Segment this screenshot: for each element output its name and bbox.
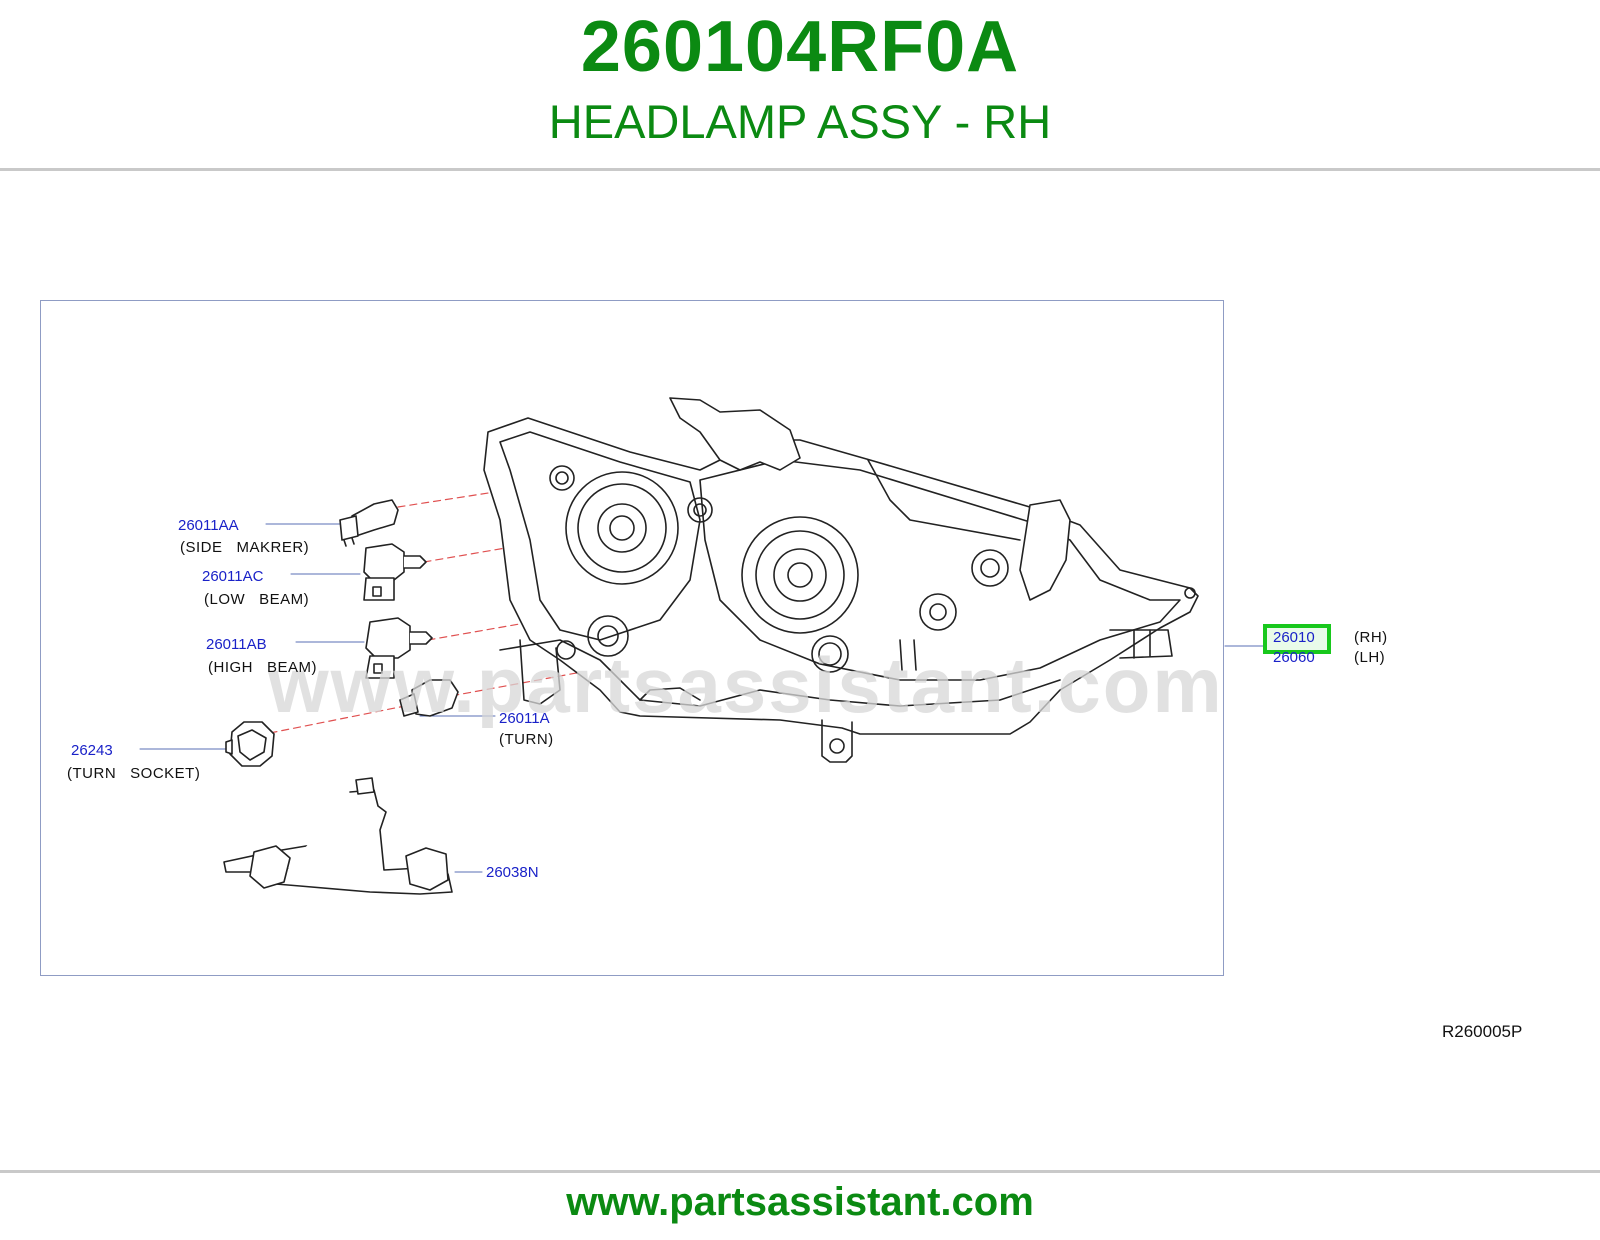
high-beam-bulb [365,617,433,679]
diagram-frame [40,300,1224,976]
wiring-harness [223,777,453,895]
part-number: 260104RF0A [580,7,1020,87]
footer-divider [0,1170,1600,1173]
headlamp-housing [483,397,1199,735]
callout-side-marker-code[interactable]: 26011AA [178,517,239,534]
callout-high-beam-code[interactable]: 26011AB [206,636,267,653]
callout-harness-code[interactable]: 26038N [486,864,539,881]
callout-assy-rh-desc: (RH) [1354,629,1388,646]
callout-turn-code[interactable]: 26011A [499,710,550,727]
side-marker-bulb [339,499,399,547]
callout-assy-lh-desc: (LH) [1354,649,1386,666]
callout-leader-lines [139,523,1264,873]
callout-assy-lh-code[interactable]: 26060 [1273,649,1315,666]
low-beam-bulb [363,543,427,601]
part-title: HEADLAMP ASSY - RH [548,95,1052,148]
projector-lenses [565,471,859,634]
callout-low-beam-code[interactable]: 26011AC [202,568,264,585]
callout-turn-socket-desc: (TURN SOCKET) [67,765,201,782]
turn-bulb [399,679,459,717]
page-header: 260104RF0A HEADLAMP ASSY - RH [0,0,1600,168]
footer-url[interactable]: www.partsassistant.com [566,1180,1034,1224]
diagram-reference-code: R260005P [1442,1022,1523,1041]
callout-turn-socket-code[interactable]: 26243 [71,742,113,759]
housing-details [499,459,1196,763]
callout-low-beam-desc: (LOW BEAM) [204,591,310,608]
selected-part-highlight [1263,624,1331,654]
callout-high-beam-desc: (HIGH BEAM) [208,659,318,676]
watermark: www.partsassistant.com [268,641,1224,729]
callout-side-marker-desc: (SIDE MAKRER) [180,539,310,556]
header-divider [0,168,1600,171]
callout-assy-rh-code[interactable]: 26010 [1273,629,1315,646]
turn-socket [225,721,275,767]
callout-turn-desc: (TURN) [499,731,554,748]
